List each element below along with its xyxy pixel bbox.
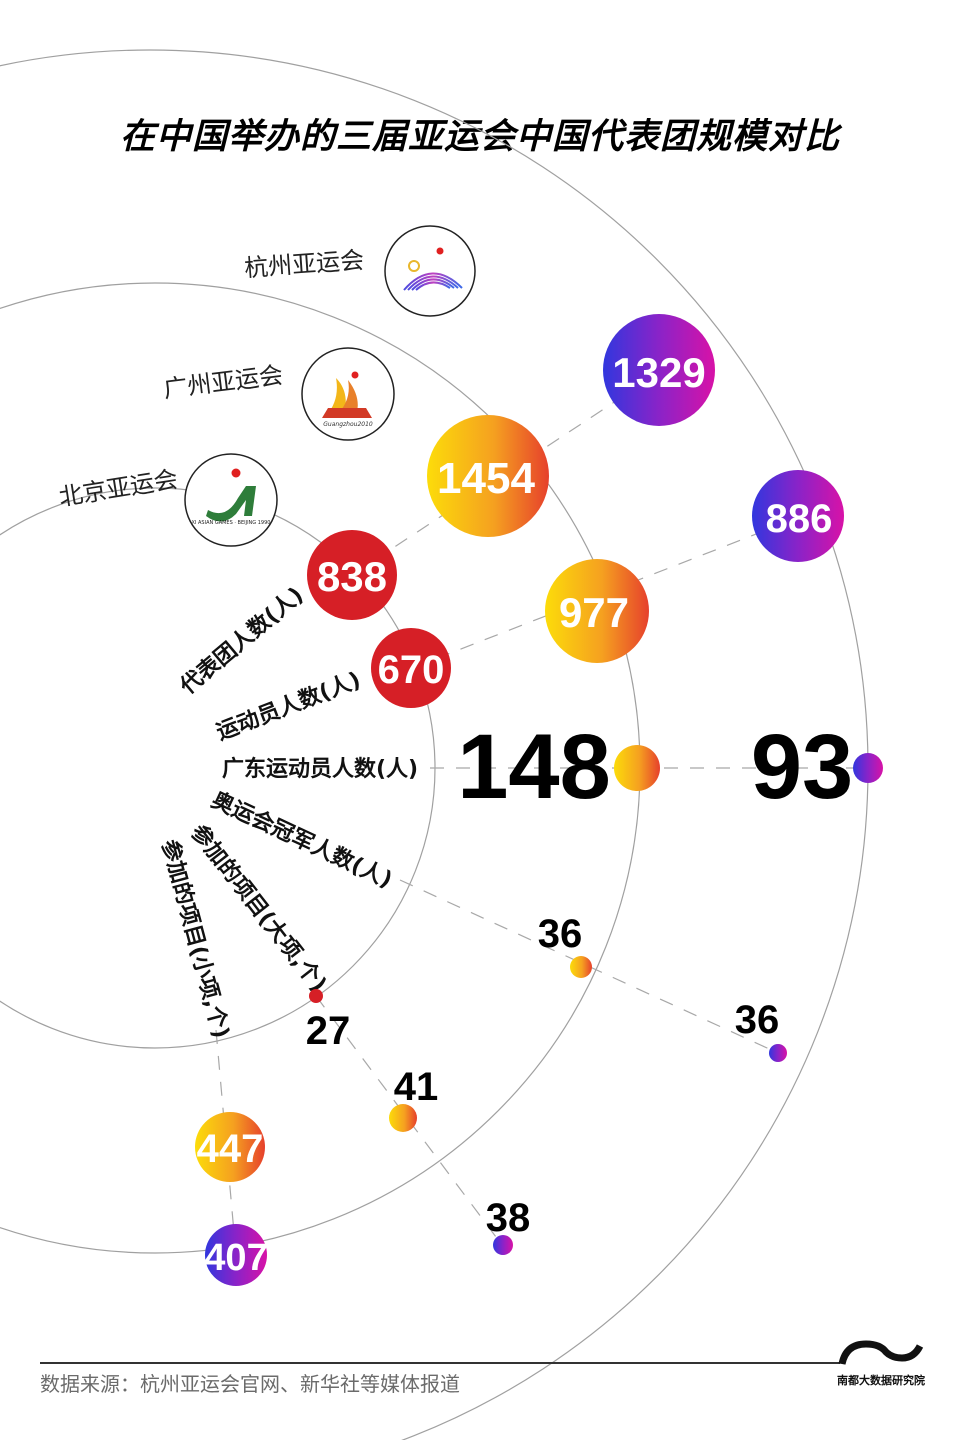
hangzhou-logo xyxy=(384,225,476,317)
dot-guangzhou-sports: 41 xyxy=(389,1065,438,1132)
dot-guangzhou-guangdong: 148 xyxy=(457,716,660,818)
dot-beijing-sports: 27 xyxy=(306,989,351,1053)
metric-athletes: 运动员人数(人) xyxy=(213,667,364,746)
svg-text:1329: 1329 xyxy=(612,349,705,396)
metric-delegation: 代表团人数(人) xyxy=(174,582,308,700)
guangzhou-logo: Guangzhou2010 xyxy=(301,347,395,441)
brand-name: 南都大数据研究院 xyxy=(837,1374,925,1387)
wave-icon xyxy=(838,1340,924,1365)
svg-text:407: 407 xyxy=(204,1237,267,1279)
bubble-hangzhou-delegation: 1329 xyxy=(603,314,715,426)
data-source: 数据来源：杭州亚运会官网、新华社等媒体报道 xyxy=(40,1372,460,1396)
svg-text:670: 670 xyxy=(378,648,445,692)
bubble-guangzhou-events: 447 xyxy=(195,1112,265,1182)
svg-text:93: 93 xyxy=(751,716,853,818)
svg-text:Guangzhou2010: Guangzhou2010 xyxy=(323,421,373,428)
svg-text:886: 886 xyxy=(766,497,833,541)
svg-text:38: 38 xyxy=(486,1196,531,1240)
bubble-beijing-athletes: 670 xyxy=(371,628,451,708)
bubble-guangzhou-athletes: 977 xyxy=(545,559,649,663)
svg-text:27: 27 xyxy=(306,1009,351,1053)
dot-hangzhou-guangdong: 93 xyxy=(751,716,883,818)
bubble-beijing-delegation: 838 xyxy=(307,530,397,620)
svg-text:838: 838 xyxy=(317,553,387,600)
brand-logo: 南都大数据研究院 xyxy=(836,1338,926,1388)
svg-text:977: 977 xyxy=(559,589,629,636)
footer-divider xyxy=(40,1362,840,1364)
dot-hangzhou-olympic: 36 xyxy=(735,998,787,1062)
dot-guangzhou-olympic: 36 xyxy=(538,912,592,978)
bubble-hangzhou-athletes: 886 xyxy=(752,470,844,562)
svg-text:1454: 1454 xyxy=(437,454,535,503)
bubble-hangzhou-events: 407 xyxy=(204,1224,268,1286)
svg-text:36: 36 xyxy=(735,998,780,1042)
svg-text:41: 41 xyxy=(394,1065,439,1109)
bubble-guangzhou-delegation: 1454 xyxy=(427,415,549,537)
beijing-logo: XI ASIAN GAMES · BEIJING 1990 xyxy=(184,453,278,547)
chart-title: 在中国举办的三届亚运会中国代表团规模对比 xyxy=(119,117,840,157)
metric-guangdong: 广东运动员人数(人) xyxy=(222,756,418,782)
label-beijing: 北京亚运会 xyxy=(57,465,180,511)
dot-hangzhou-sports: 38 xyxy=(486,1196,531,1255)
svg-text:36: 36 xyxy=(538,912,583,956)
svg-text:148: 148 xyxy=(457,716,611,818)
svg-text:447: 447 xyxy=(197,1127,264,1171)
label-hangzhou: 杭州亚运会 xyxy=(243,246,365,282)
label-guangzhou: 广州亚运会 xyxy=(162,361,285,403)
svg-text:XI ASIAN GAMES · BEIJING 1990: XI ASIAN GAMES · BEIJING 1990 xyxy=(192,520,271,526)
